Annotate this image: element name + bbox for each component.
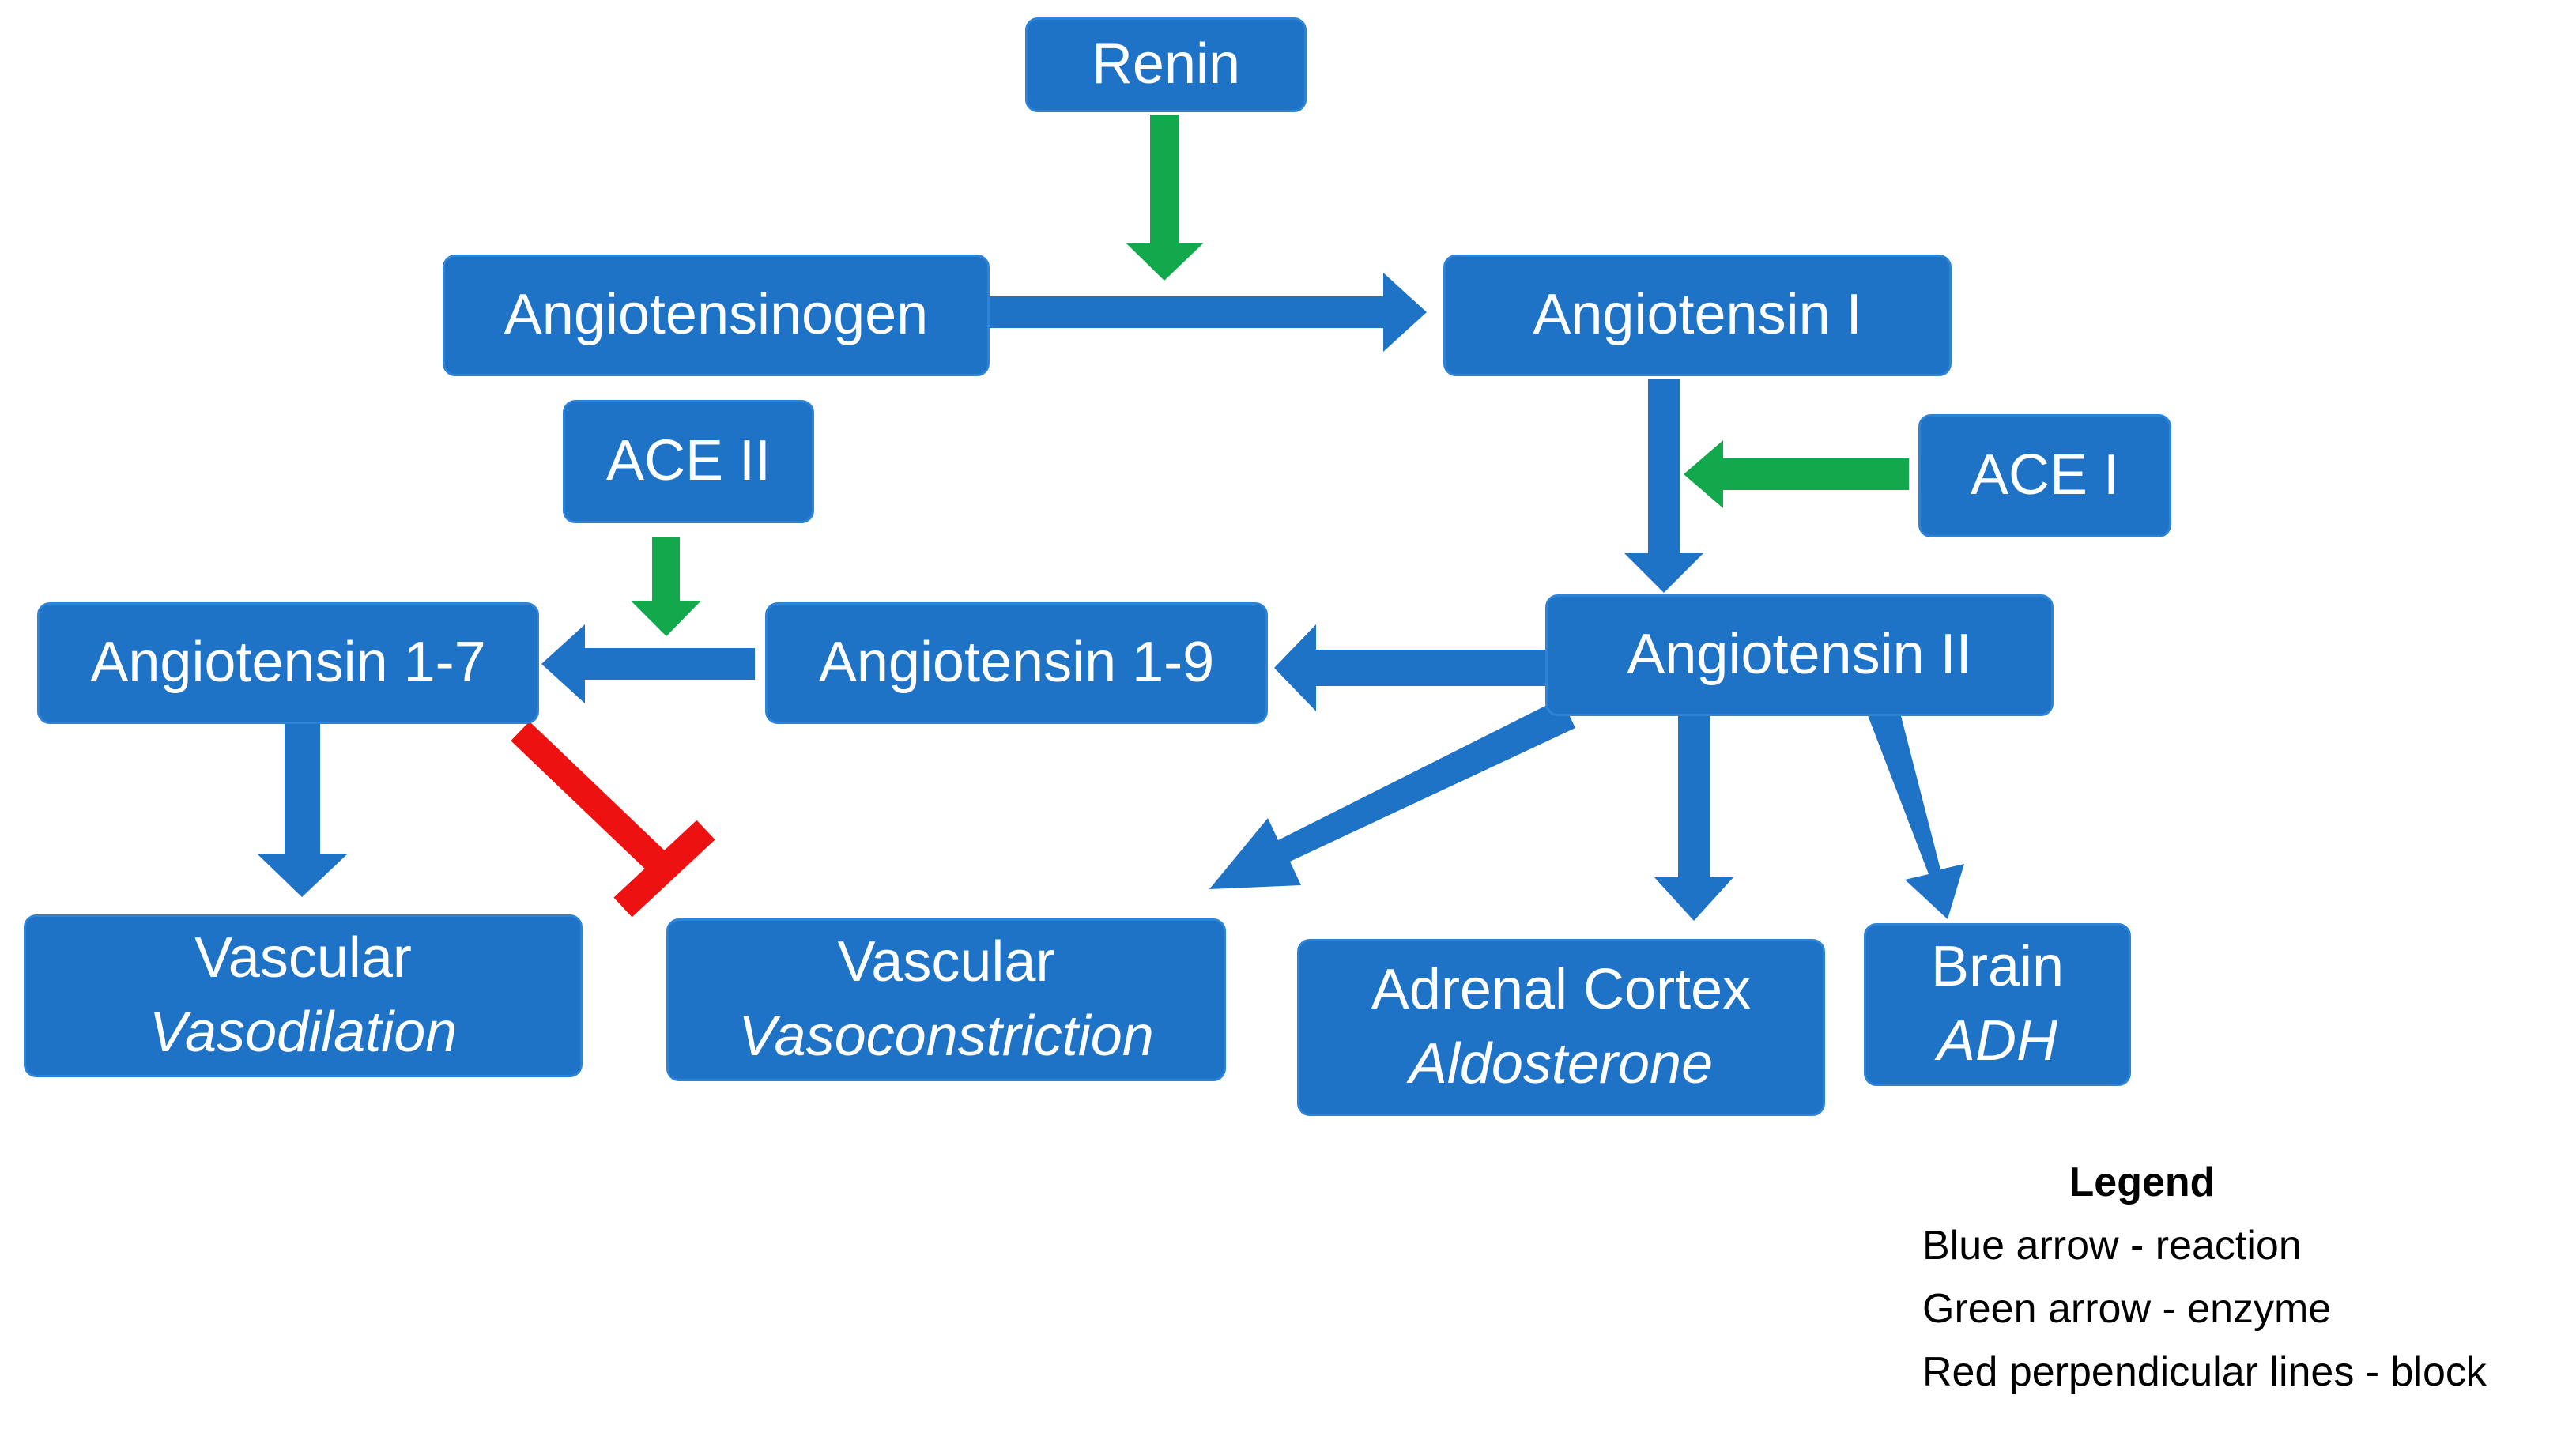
node-brain: Brain ADH [1864, 923, 2131, 1086]
node-ace-i: ACE I [1918, 414, 2171, 537]
node-ace-ii-label: ACE II [605, 429, 771, 493]
node-vasoconstriction-line1: Vascular [837, 930, 1055, 994]
arrow-angiotensin-ii-to-adrenal [1654, 715, 1733, 921]
legend-item-reaction: Blue arrow - reaction [1922, 1223, 2302, 1269]
node-angiotensin-ii: Angiotensin II [1545, 594, 2054, 716]
arrow-ace-i-enzyme [1684, 440, 1909, 508]
arrow-angiotensinogen-to-angiotensin-i [988, 273, 1427, 352]
arrow-angiotensin-1-7-to-vasodilation [257, 723, 348, 897]
node-angiotensinogen-label: Angiotensinogen [504, 283, 929, 347]
node-brain-line1: Brain [1930, 935, 2065, 999]
block-symbol [511, 721, 715, 918]
node-angiotensin-1-7-label: Angiotensin 1-7 [90, 631, 486, 695]
legend: Legend Blue arrow - reaction Green arrow… [1922, 1159, 2570, 1404]
node-ace-ii: ACE II [563, 400, 814, 523]
arrow-renin-enzyme [1126, 115, 1203, 281]
node-adrenal-line2: Aldosterone [1409, 1032, 1714, 1095]
arrow-angiotensin-ii-to-vasoconstriction [1209, 698, 1575, 889]
node-angiotensin-i-label: Angiotensin I [1533, 283, 1862, 347]
node-angiotensin-ii-label: Angiotensin II [1627, 623, 1972, 687]
legend-title: Legend [2069, 1159, 2216, 1205]
node-adrenal-line1: Adrenal Cortex [1371, 958, 1752, 1022]
node-vasodilation-line1: Vascular [194, 926, 412, 990]
legend-item-block: Red perpendicular lines - block [1922, 1349, 2487, 1395]
arrow-angiotensin-ii-to-brain [1868, 710, 1964, 919]
arrow-angiotensin-1-9-to-angiotensin-1-7 [541, 624, 755, 703]
reaction-arrows [257, 273, 1964, 921]
node-vasoconstriction-line2: Vasoconstriction [738, 1005, 1154, 1068]
node-ace-i-label: ACE I [1970, 443, 2120, 507]
node-angiotensin-1-7: Angiotensin 1-7 [37, 602, 539, 724]
node-vasoconstriction: Vascular Vasoconstriction [666, 918, 1226, 1081]
arrow-angiotensin-i-to-angiotensin-ii [1624, 379, 1703, 593]
arrow-angiotensin-ii-to-angiotensin-1-9 [1274, 624, 1545, 711]
block-line-stem [511, 721, 670, 876]
enzyme-arrows [631, 115, 1909, 636]
node-angiotensinogen: Angiotensinogen [443, 255, 990, 376]
block-line-bar [613, 820, 715, 918]
node-adrenal-cortex: Adrenal Cortex Aldosterone [1297, 939, 1825, 1116]
arrow-ace-ii-enzyme [631, 537, 701, 636]
node-vasodilation-line2: Vasodilation [149, 1001, 458, 1064]
node-angiotensin-1-9: Angiotensin 1-9 [765, 602, 1268, 724]
legend-item-enzyme: Green arrow - enzyme [1922, 1286, 2332, 1332]
node-renin-label: Renin [1091, 32, 1241, 96]
node-angiotensin-i: Angiotensin I [1443, 255, 1952, 376]
node-renin: Renin [1025, 17, 1307, 112]
node-vasodilation: Vascular Vasodilation [24, 914, 583, 1077]
node-angiotensin-1-9-label: Angiotensin 1-9 [818, 631, 1215, 695]
node-brain-line2: ADH [1937, 1009, 2057, 1073]
